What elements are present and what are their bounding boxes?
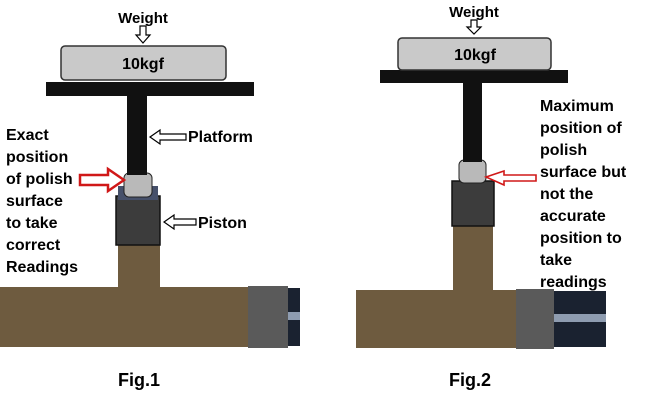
fig2-piston xyxy=(451,180,495,227)
fig2-weight-box xyxy=(397,37,552,71)
fig2-note: Maximum position of polish surface but n… xyxy=(540,98,631,291)
fig1-polish-pointer-icon xyxy=(78,166,127,194)
fig1-weight-arrow-icon xyxy=(134,25,152,44)
fig2-weight-arrow-icon xyxy=(465,19,483,35)
fig1-platform xyxy=(46,82,254,96)
fig2-polish-pointer-icon xyxy=(483,169,537,187)
fig1-polish-surface xyxy=(123,172,153,198)
fig2-note-line: readings xyxy=(540,274,607,291)
fig2-platform xyxy=(380,70,568,83)
fig1-pipe-coupling xyxy=(248,286,288,348)
fig1-note-line: of polish xyxy=(6,171,73,188)
fig1-note-line: Exact xyxy=(6,127,49,144)
fig1-note-line: surface xyxy=(6,193,63,210)
fig2-polish-surface xyxy=(458,159,487,184)
fig2-weight-label: Weight xyxy=(449,4,499,21)
fig1-pipe-horizontal xyxy=(0,287,250,347)
fig2: 10kgf Weight Maximum position of polish … xyxy=(356,4,631,390)
fig1-piston xyxy=(115,195,161,246)
fig1-note-line: correct xyxy=(6,237,61,254)
fig2-note-line: position to xyxy=(540,230,622,247)
fig1-weight-value: 10kgf xyxy=(122,56,164,73)
fig1-platform-rod xyxy=(127,88,147,175)
fig2-note-line: surface but xyxy=(540,164,627,181)
fig1-note-line: position xyxy=(6,149,68,166)
fig1-note-line: to take xyxy=(6,215,58,232)
fig2-note-line: position of xyxy=(540,120,622,137)
fig1-piston-arrow-icon xyxy=(162,213,197,231)
fig2-note-line: polish xyxy=(540,142,587,159)
fig2-pipe-stripe xyxy=(554,314,606,322)
fig2-weight-value: 10kgf xyxy=(454,47,496,64)
fig1-weight-label: Weight xyxy=(118,10,168,27)
fig1: 10kgf Weight Platform Piston Exact posit… xyxy=(0,10,300,390)
fig1-platform-label: Platform xyxy=(188,129,253,146)
fig2-caption: Fig.2 xyxy=(449,370,491,390)
fig1-pipe-stripe xyxy=(288,312,300,320)
fig1-note-line: Readings xyxy=(6,259,78,276)
fig2-note-line: accurate xyxy=(540,208,606,225)
fig1-caption: Fig.1 xyxy=(118,370,160,390)
fig2-note-line: take xyxy=(540,252,572,269)
fig1-pipe-vertical xyxy=(118,244,160,291)
fig2-pipe-vertical xyxy=(453,224,493,294)
fig1-weight-box xyxy=(60,45,227,81)
fig1-note: Exact position of polish surface to take… xyxy=(6,127,78,276)
fig2-pipe-horizontal xyxy=(356,290,518,348)
fig2-note-line: not the xyxy=(540,186,593,203)
fig1-piston-label: Piston xyxy=(198,215,247,232)
fig1-platform-arrow-icon xyxy=(148,128,187,146)
fig2-pipe-coupling xyxy=(516,289,554,349)
fig2-platform-rod xyxy=(463,76,482,162)
fig2-note-line: Maximum xyxy=(540,98,614,115)
